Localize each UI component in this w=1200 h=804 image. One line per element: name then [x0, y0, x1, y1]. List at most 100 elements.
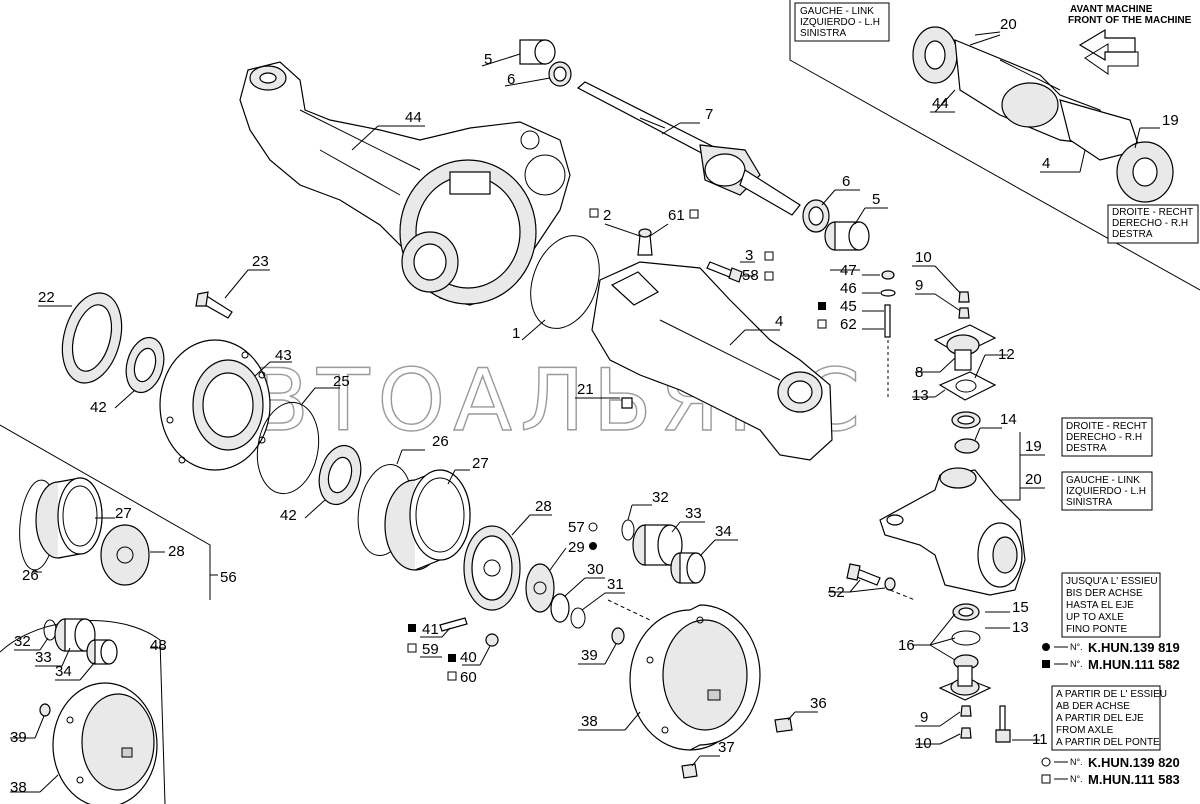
- washer-39-inset: [39, 703, 51, 717]
- svg-text:SINISTRA: SINISTRA: [1066, 497, 1112, 508]
- label-39: 39: [581, 647, 598, 664]
- label-20-inset: 20: [1000, 16, 1017, 33]
- svg-text:HASTA EL EJE: HASTA EL EJE: [1066, 600, 1134, 611]
- label-8: 8: [915, 364, 923, 381]
- screw-37: [681, 763, 698, 779]
- serial-k-hun-139-820: K.HUN.139 820: [1088, 755, 1180, 770]
- hub-flange-43: [159, 339, 271, 471]
- label-28-inset: 28: [168, 543, 185, 560]
- seal-15: [952, 603, 980, 621]
- svg-text:A PARTIR DEL EJE: A PARTIR DEL EJE: [1056, 713, 1144, 724]
- washer-46: [880, 289, 896, 297]
- front-arrow-icon: [1078, 28, 1139, 75]
- label-37: 37: [718, 739, 735, 756]
- svg-text:DERECHO - R.H: DERECHO - R.H: [1112, 218, 1188, 229]
- label-42-right: 42: [280, 507, 297, 524]
- svg-text:N°.: N°.: [1070, 659, 1083, 669]
- label-5-right: 5: [872, 191, 880, 208]
- label-45: 45: [840, 298, 857, 315]
- box-left-top: [794, 2, 890, 42]
- label-14: 14: [1000, 411, 1017, 428]
- svg-text:FRONT OF THE MACHINE: FRONT OF THE MACHINE: [1068, 15, 1192, 26]
- svg-text:DROITE - RECHT: DROITE - RECHT: [1066, 421, 1147, 432]
- panel-56-border: [0, 424, 211, 600]
- label-26: 26: [432, 433, 449, 450]
- label-27-inset: 27: [115, 505, 132, 522]
- svg-text:GAUCHE - LINK: GAUCHE - LINK: [1066, 475, 1140, 486]
- svg-text:DROITE - RECHT: DROITE - RECHT: [1112, 207, 1193, 218]
- snap-ring-32-inset: [43, 619, 57, 641]
- hollow-square-marker: [689, 209, 699, 219]
- label-57: 57: [568, 519, 585, 536]
- axle-housing-44: [239, 61, 571, 306]
- label-20: 20: [1025, 471, 1042, 488]
- seal-6-right: [802, 199, 830, 233]
- filled-square-marker: [589, 208, 599, 218]
- planet-gear-33-inset: [54, 618, 96, 652]
- label-16: 16: [898, 637, 915, 654]
- label-13-top: 13: [912, 387, 929, 404]
- label-28: 28: [535, 498, 552, 515]
- svg-text:N°.: N°.: [1070, 774, 1083, 784]
- serial-m-hun-111-583: M.HUN.111 583: [1088, 772, 1180, 787]
- label-7: 7: [705, 106, 713, 123]
- stud-23: [195, 291, 233, 319]
- svg-text:FINO PONTE: FINO PONTE: [1066, 624, 1127, 635]
- label-32-inset: 32: [14, 633, 31, 650]
- box-right-upper: [1107, 204, 1199, 244]
- hub-cover-38: [629, 604, 761, 751]
- inset-axle-drawing: [912, 26, 1174, 203]
- label-2: 2: [603, 207, 611, 224]
- label-41: 41: [422, 621, 439, 638]
- breather-2: [637, 228, 653, 256]
- svg-text:AVANT MACHINE: AVANT MACHINE: [1070, 4, 1153, 15]
- grease-nipple-9-top: [958, 307, 970, 319]
- sun-gear-29: [525, 563, 555, 613]
- label-56: 56: [220, 569, 237, 586]
- label-21: 21: [577, 381, 594, 398]
- nut-40: [485, 633, 499, 647]
- label-26-inset: 26: [22, 567, 39, 584]
- label-32: 32: [652, 489, 669, 506]
- svg-text:IZQUIERDO - L.H: IZQUIERDO - L.H: [800, 17, 880, 28]
- planet-carrier-28: [463, 525, 521, 611]
- king-pin-8: [933, 324, 997, 371]
- svg-text:JUSQU'A L' ESSIEU: JUSQU'A L' ESSIEU: [1066, 576, 1158, 587]
- svg-text:DESTRA: DESTRA: [1066, 443, 1107, 454]
- filled-circle-marker: [589, 542, 597, 550]
- label-4-inset: 4: [1042, 155, 1050, 172]
- fitting-10-top: [958, 291, 970, 303]
- svg-text:FROM AXLE: FROM AXLE: [1056, 725, 1114, 736]
- snap-ring-31: [570, 607, 586, 629]
- needle-bearing-34-inset: [86, 639, 118, 665]
- label-33: 33: [685, 505, 702, 522]
- steering-knuckle-19-20: [879, 467, 1026, 596]
- serial-m-hun-111-582: M.HUN.111 582: [1088, 657, 1180, 672]
- shim-13-lower: [951, 630, 981, 646]
- label-19: 19: [1025, 438, 1042, 455]
- label-9-top: 9: [915, 277, 923, 294]
- label-10-lower: 10: [915, 735, 932, 752]
- label-46: 46: [840, 280, 857, 297]
- bolt-3: [706, 261, 743, 283]
- o-ring-25: [256, 401, 320, 495]
- label-31: 31: [607, 576, 624, 593]
- hollow-circle-marker-serial: [1041, 757, 1051, 767]
- label-11: 11: [1032, 731, 1048, 748]
- box-right-mid: [1061, 417, 1153, 457]
- bushing-5-top: [519, 39, 556, 65]
- svg-text:GAUCHE - LINK: GAUCHE - LINK: [800, 6, 874, 17]
- grease-nipple-9-lower: [960, 705, 972, 717]
- svg-text:AB DER ACHSE: AB DER ACHSE: [1056, 701, 1130, 712]
- label-44: 44: [405, 109, 422, 126]
- needle-bearing-34: [670, 552, 706, 584]
- label-9-lower: 9: [920, 709, 928, 726]
- label-10-top: 10: [915, 249, 932, 266]
- label-47: 47: [840, 262, 857, 279]
- shim-12: [938, 371, 997, 401]
- label-6-right: 6: [842, 173, 850, 190]
- seal-14: [951, 411, 981, 429]
- svg-text:N°.: N°.: [1070, 642, 1083, 652]
- plug-36: [774, 717, 793, 733]
